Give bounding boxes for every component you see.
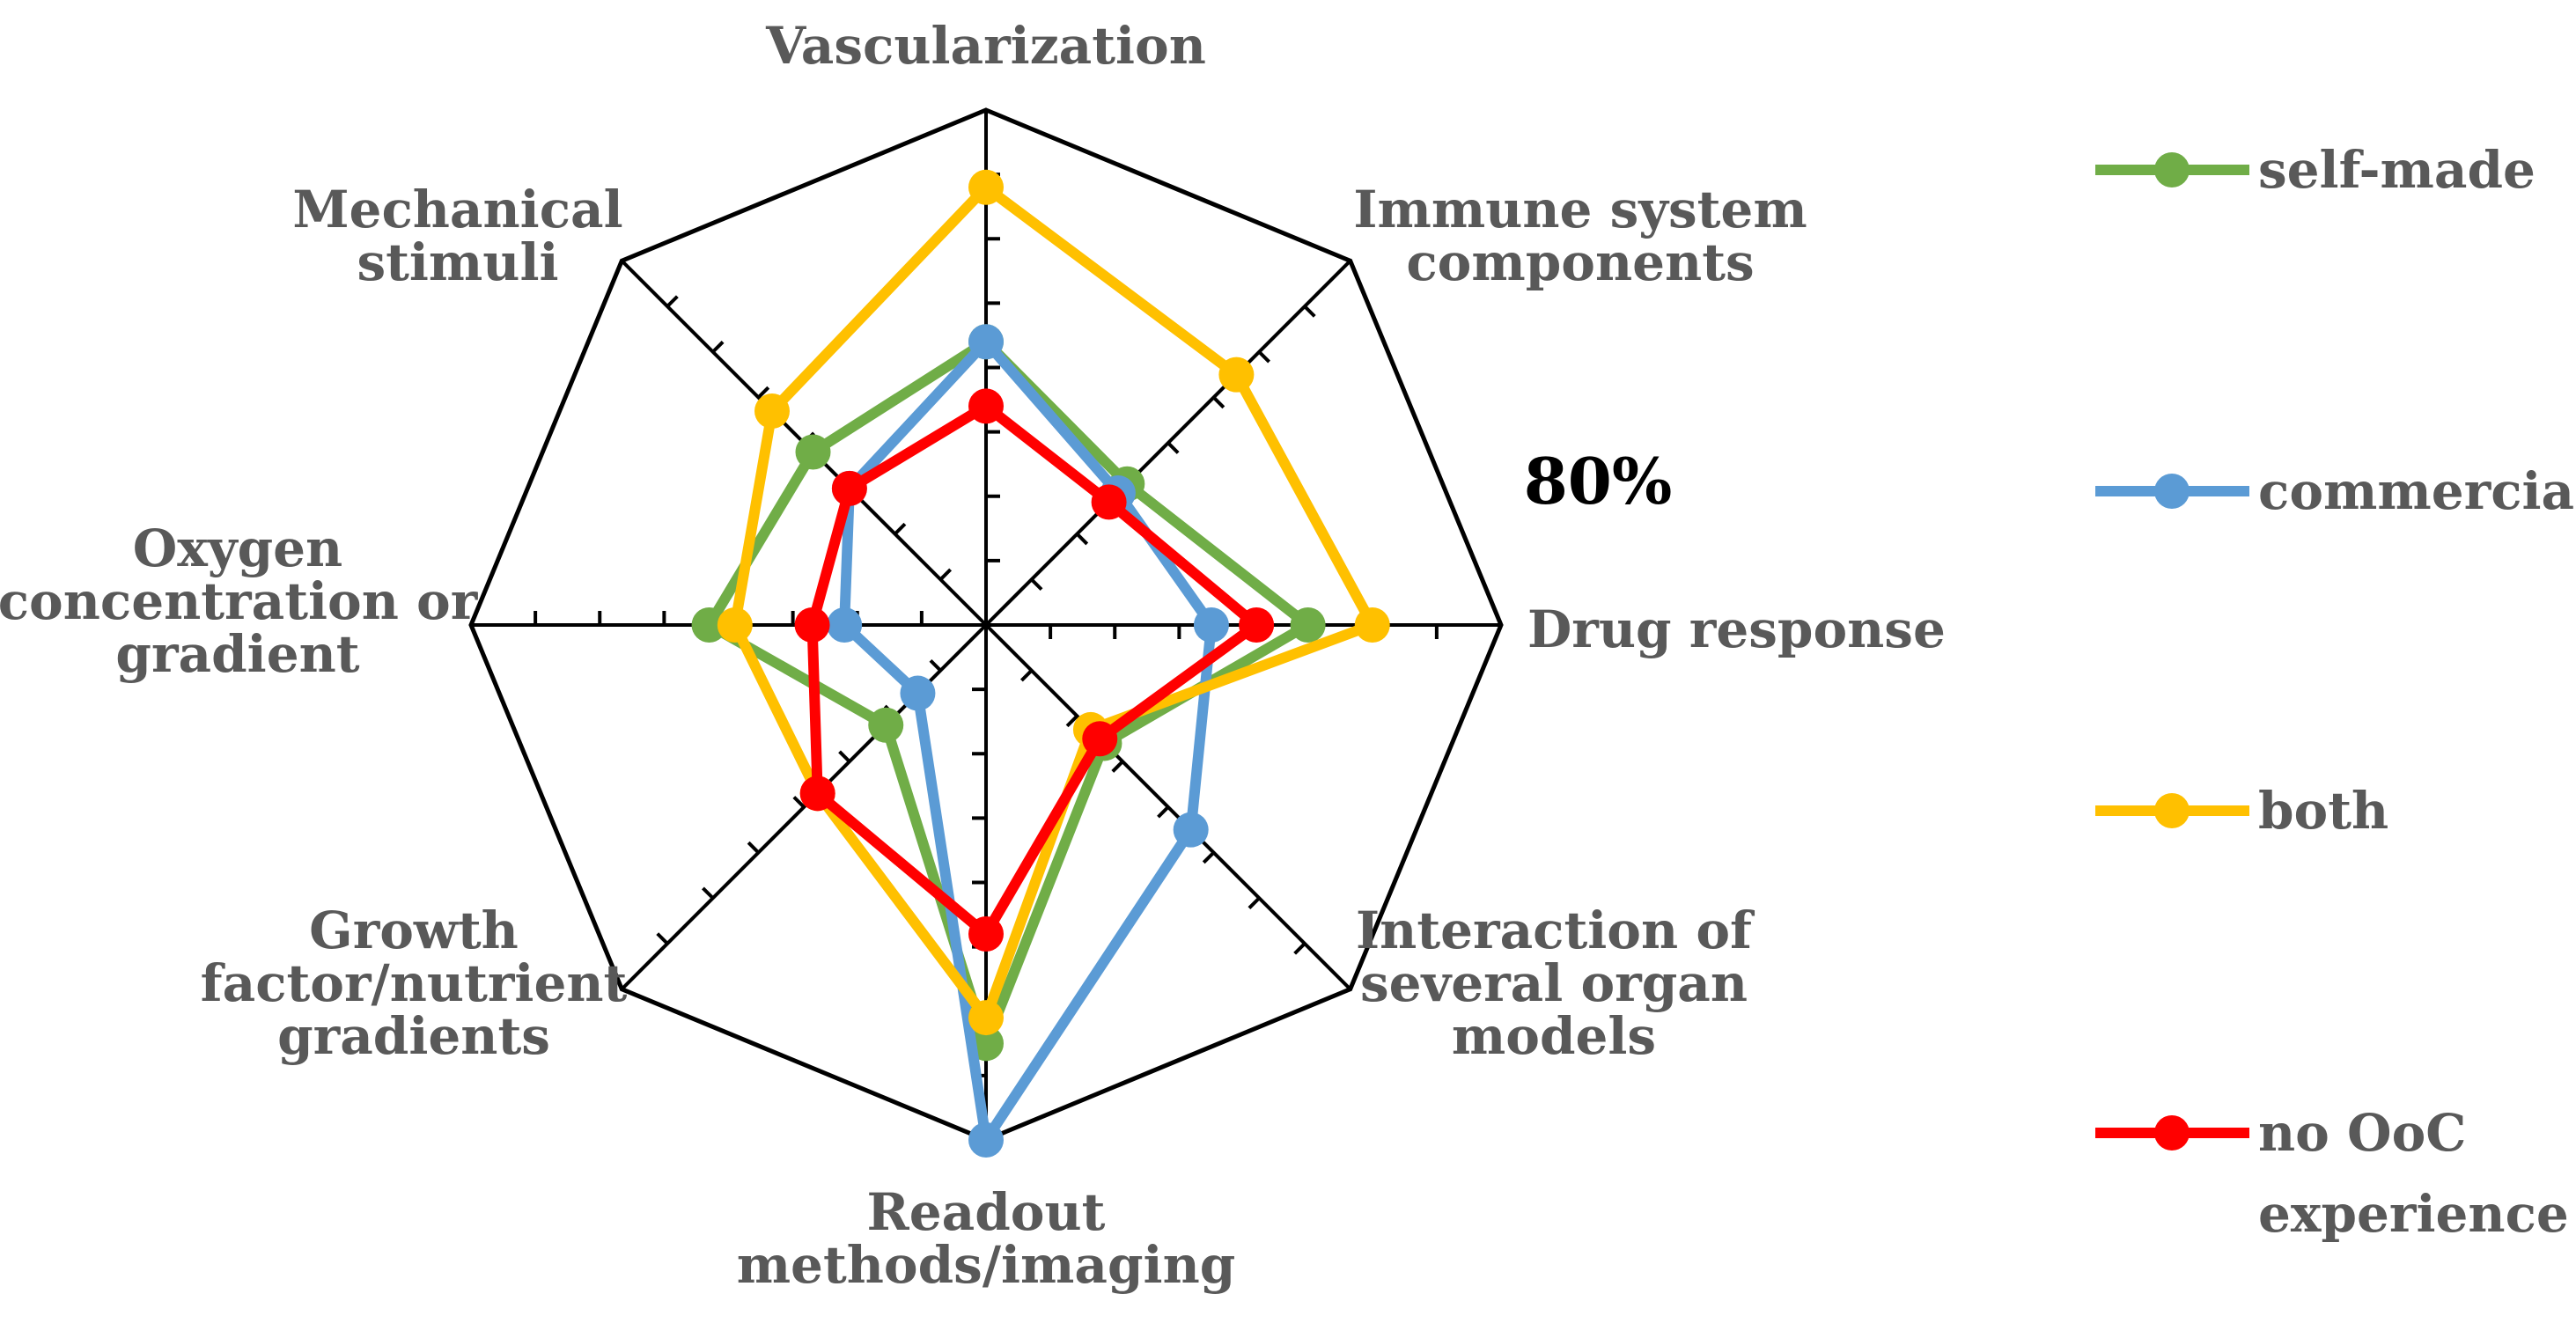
- radar-tick-mark: [1019, 669, 1034, 682]
- category-label-line: methods/imaging: [737, 1235, 1236, 1295]
- data-point: [1091, 484, 1127, 520]
- legend-label: commercial: [2258, 461, 2576, 521]
- radar-tick-mark: [1157, 805, 1170, 819]
- radar-tick-mark: [894, 522, 907, 535]
- legend-swatch-marker: [2154, 793, 2190, 828]
- legend-item: self-made: [2095, 140, 2536, 200]
- legend-label-line: self-made: [2258, 140, 2536, 200]
- radar-tick-mark: [1030, 577, 1043, 592]
- data-point: [831, 470, 867, 506]
- category-label-line: Drug response: [1527, 599, 1946, 659]
- radar-tick-mark: [938, 568, 953, 581]
- radar-tick-mark: [792, 796, 806, 809]
- data-point: [795, 434, 831, 470]
- category-label-line: Interaction of: [1356, 901, 1755, 960]
- category-label-line: Readout: [867, 1182, 1106, 1242]
- legend-label: no OoC experience: [2258, 1103, 2569, 1244]
- legend: self-made commercial both no OoC experience: [2095, 140, 2576, 1244]
- legend-label: both: [2258, 781, 2388, 841]
- legend-swatch-marker: [2154, 474, 2190, 509]
- data-point: [691, 607, 727, 643]
- radar-tick-mark: [656, 932, 669, 945]
- data-point: [1082, 721, 1118, 757]
- data-point: [868, 707, 904, 743]
- category-label-line: Oxygen: [133, 518, 342, 578]
- legend-label-line: commercial: [2258, 461, 2576, 521]
- category-label-line: Growth: [309, 901, 519, 960]
- data-point: [1218, 357, 1255, 393]
- data-point: [1193, 607, 1229, 643]
- category-label-line: concentration or: [0, 571, 479, 631]
- radar-tick-mark: [1303, 305, 1316, 318]
- radar-series: [691, 169, 1390, 1158]
- radar-tick-mark: [1212, 396, 1225, 409]
- legend-swatch-marker: [2154, 152, 2190, 187]
- radar-tick-mark: [747, 841, 760, 854]
- category-label-line: gradients: [277, 1006, 550, 1066]
- radar-tick-mark: [711, 341, 725, 354]
- data-point: [717, 607, 753, 643]
- data-point: [900, 675, 936, 711]
- category-label-line: factor/nutrient: [201, 953, 628, 1013]
- data-point: [1290, 607, 1326, 643]
- data-point: [968, 916, 1004, 952]
- data-point: [799, 776, 835, 812]
- category-label-line: gradient: [115, 624, 359, 684]
- data-point: [794, 607, 830, 643]
- scale-max-label: 80%: [1524, 444, 1673, 518]
- data-point: [968, 1122, 1004, 1158]
- legend-item: commercial: [2095, 461, 2576, 521]
- category-label-line: models: [1452, 1006, 1656, 1066]
- data-point: [827, 607, 863, 643]
- category-label-line: several organ: [1360, 953, 1748, 1013]
- series-no-ooc-experience: [794, 388, 1275, 952]
- radar-tick-mark: [1202, 851, 1215, 864]
- category-label-line: Immune system: [1353, 180, 1807, 239]
- data-point: [1354, 607, 1390, 643]
- data-point: [968, 388, 1004, 424]
- radar-tick-mark: [1248, 896, 1261, 909]
- legend-label-line: both: [2258, 781, 2388, 841]
- data-point: [968, 169, 1004, 205]
- radar-tick-mark: [838, 750, 851, 763]
- data-point: [1239, 607, 1275, 643]
- category-label-line: components: [1406, 232, 1754, 292]
- legend-item: no OoC experience: [2095, 1103, 2569, 1244]
- radar-tick-mark: [1167, 441, 1180, 454]
- data-point: [754, 393, 790, 429]
- legend-label-line: no OoC: [2258, 1103, 2466, 1163]
- radar-tick-mark: [1293, 942, 1306, 955]
- series-self-made: [691, 324, 1326, 1062]
- legend-item: both: [2095, 781, 2388, 841]
- legend-label: self-made: [2258, 140, 2536, 200]
- radar-tick-mark: [666, 295, 679, 308]
- data-point: [1173, 812, 1209, 848]
- category-label-line: stimuli: [357, 232, 558, 292]
- legend-label-line: experience: [2258, 1184, 2569, 1244]
- category-label-line: Mechanical: [292, 180, 622, 239]
- radar-tick-mark: [929, 658, 942, 673]
- category-label: Drug response: [1527, 599, 1946, 659]
- radar-tick-mark: [757, 386, 770, 399]
- series-line: [806, 401, 1262, 939]
- data-point: [968, 1000, 1004, 1036]
- category-label-line: Vascularization: [765, 16, 1206, 76]
- radar-tick-mark: [702, 886, 715, 900]
- radar-tick-mark: [1065, 715, 1078, 728]
- radar-tick-mark: [1111, 760, 1124, 773]
- data-point: [968, 324, 1004, 360]
- category-label: Vascularization: [765, 16, 1206, 76]
- legend-swatch-marker: [2154, 1115, 2190, 1151]
- radar-tick-mark: [1257, 350, 1270, 364]
- radar-tick-mark: [1076, 533, 1089, 546]
